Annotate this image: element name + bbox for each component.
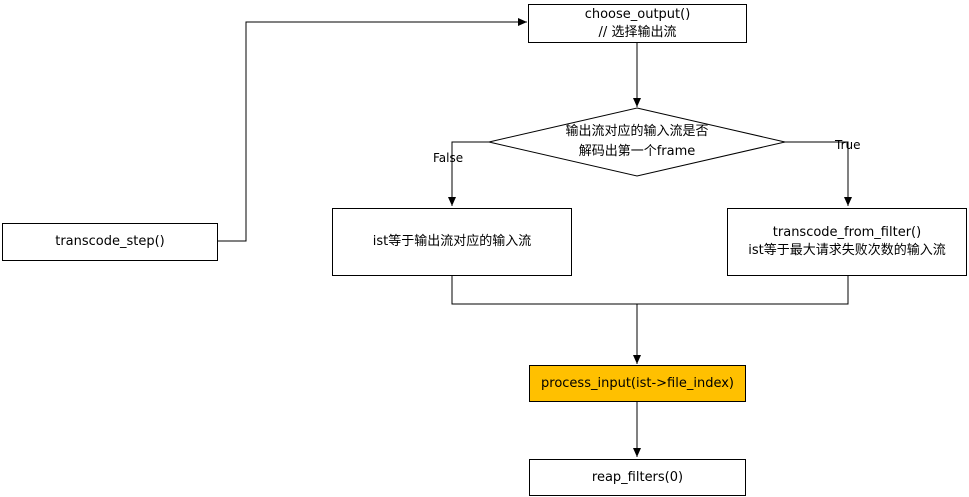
true-label: True	[835, 138, 861, 152]
true-branch-label-2: ist等于最大请求失败次数的输入流	[748, 243, 946, 258]
decision-text: 输出流对应的输入流是否 解码出第一个frame	[527, 122, 747, 162]
edge-step-to-choose	[218, 18, 527, 242]
process-input-box: process_input(ist->file_index)	[529, 365, 746, 402]
false-branch-box: ist等于输出流对应的输入流	[332, 208, 572, 276]
false-branch-label: ist等于输出流对应的输入流	[372, 234, 532, 249]
choose-output-comment: // 选择输出流	[598, 24, 677, 40]
true-branch-box: transcode_from_filter() ist等于最大请求失败次数的输入…	[727, 208, 967, 276]
reap-filters-box: reap_filters(0)	[529, 459, 746, 496]
transcode-step-label: transcode_step()	[55, 234, 165, 249]
decision-diamond	[488, 107, 786, 177]
decision-line-2: 解码出第一个frame	[578, 144, 696, 159]
choose-output-label: choose_output()	[584, 6, 691, 22]
edge-decision-true	[785, 141, 852, 206]
transcode-step-box: transcode_step()	[2, 223, 218, 261]
reap-filters-label: reap_filters(0)	[591, 469, 684, 485]
process-input-label: process_input(ist->file_index)	[541, 375, 734, 391]
edge-false-merge	[451, 276, 849, 305]
true-branch-label-1: transcode_from_filter()	[772, 225, 922, 240]
decision-line-1: 输出流对应的输入流是否	[565, 124, 709, 139]
edge-decision-false	[448, 141, 489, 206]
choose-output-box: choose_output() // 选择输出流	[528, 4, 747, 43]
false-label: False	[433, 151, 464, 165]
